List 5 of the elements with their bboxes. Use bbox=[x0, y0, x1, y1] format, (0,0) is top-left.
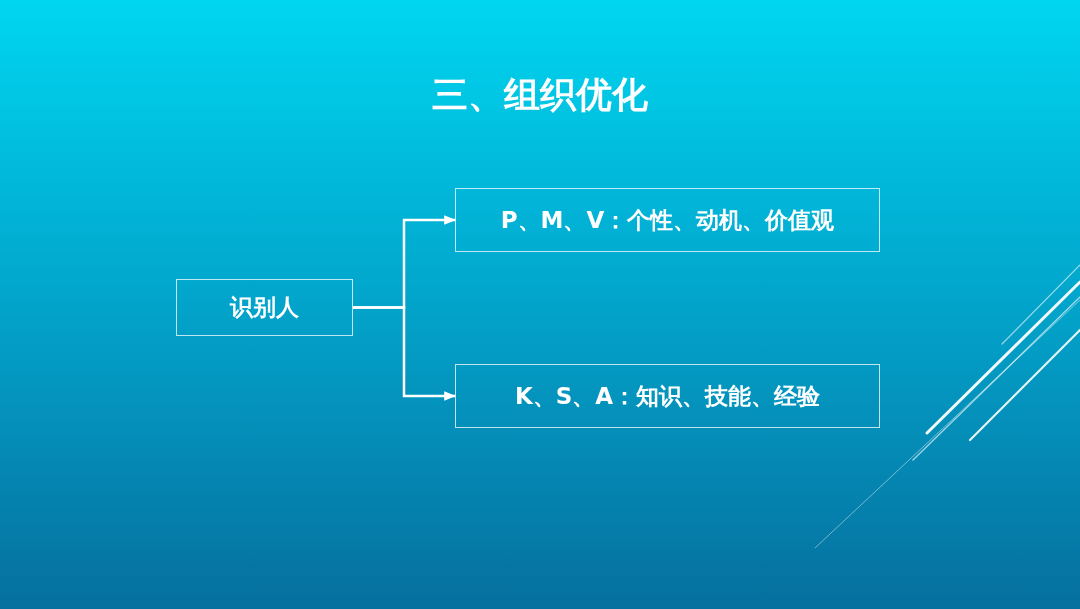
process-box: P、M、V：个性、动机、价值观 bbox=[455, 188, 880, 252]
slide-title: 三、组织优化 bbox=[431, 73, 649, 117]
process-box: K、S、A：知识、技能、经验 bbox=[455, 364, 880, 428]
arrow bbox=[353, 306, 457, 401]
process-box: 识别人 bbox=[176, 279, 353, 336]
